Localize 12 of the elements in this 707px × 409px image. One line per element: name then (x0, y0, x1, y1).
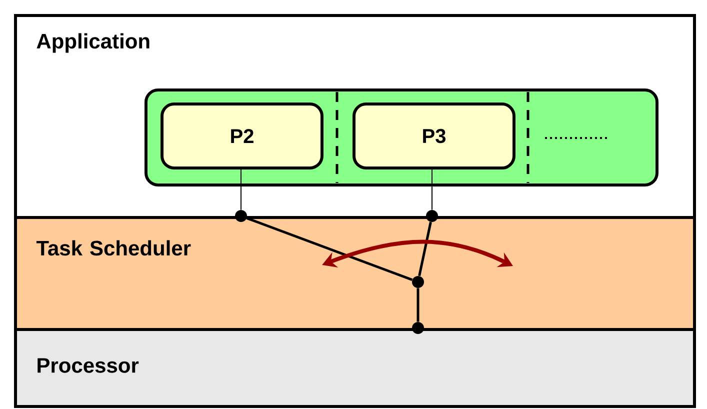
junction-dot (412, 322, 424, 334)
junction-dot (412, 276, 424, 288)
layer-band: Task Scheduler (14, 216, 696, 331)
layer-band: Processor (14, 328, 696, 408)
process-box: P2 (160, 102, 324, 170)
connector-line (416, 288, 420, 322)
process-box: P3 (352, 102, 516, 170)
junction-dot (235, 210, 247, 222)
connector-line (418, 222, 432, 276)
connector-line (240, 169, 242, 210)
connector-line (246, 216, 413, 281)
junction-dot (426, 210, 438, 222)
